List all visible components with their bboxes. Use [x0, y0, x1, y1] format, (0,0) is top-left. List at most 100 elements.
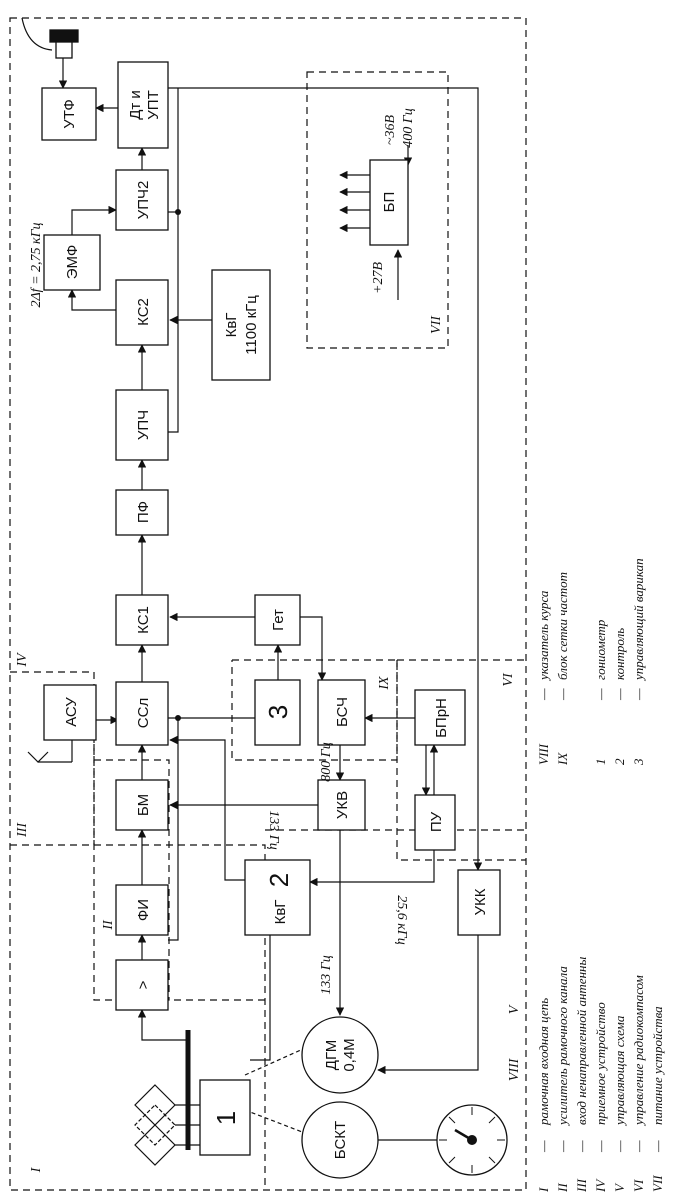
block-labels: УТФ Дт и УПТ УПЧ2 ЭМФ КС2 КвГ 1100 кГц У… [61, 90, 489, 1159]
dial-ticks [439, 1107, 505, 1173]
legend-right-dash-0: — [536, 688, 551, 701]
zone-label-IV: IV [15, 652, 30, 668]
label-kvg2-b: 2 [264, 873, 294, 887]
freq-133-bottom-label: 133 Гц [319, 955, 334, 994]
legend-right-column: VIII — указатель курса IX — блок сетки ч… [536, 558, 646, 766]
legend-right-text-4: управляющий варикап [631, 558, 646, 682]
label-bsch: БСЧ [334, 697, 351, 727]
zone-label-VII: VII [429, 315, 444, 334]
legend-left-text-3: приемное устройство [593, 1002, 608, 1125]
bandwidth-label: 2Δf = 2,75 кГц [29, 222, 44, 307]
loop-antenna-icon [134, 1084, 200, 1166]
legend-right-text-0: указатель курса [536, 590, 551, 682]
label-ks2: КС2 [135, 298, 152, 326]
zone-label-VIII: VIII [507, 1057, 522, 1081]
label-ks1: КС1 [135, 606, 152, 634]
block-goniometer [199, 1079, 251, 1156]
label-utf: УТФ [61, 99, 78, 129]
label-fi: ФИ [135, 899, 152, 921]
legend-left-num-4: V [612, 1182, 627, 1192]
block-ukk [457, 869, 501, 936]
label-dt-2: УПТ [145, 90, 162, 119]
legend-left-text-0: рамочная входная цепь [536, 998, 551, 1126]
freq-800-label: 800 Гц [319, 742, 334, 781]
block-kvg-2 [244, 859, 311, 936]
connections [21, 17, 483, 1141]
connector-plug [49, 29, 79, 43]
block-ks1 [115, 594, 169, 646]
label-bskt: БСКТ [332, 1121, 349, 1159]
label-dt-1: Дт и [127, 90, 144, 120]
block-fi [115, 884, 169, 936]
legend-right-num-2: 1 [593, 759, 608, 766]
zone-boundaries [9, 17, 527, 1191]
legend-left-dash-6: — [650, 1140, 665, 1153]
block-bprn [414, 689, 466, 746]
legend-left-text-5: управление радиокомпасом [631, 975, 646, 1127]
zone-label-IX: IX [377, 676, 392, 691]
zone-label-VI: VI [501, 672, 516, 687]
block-emf [43, 234, 101, 291]
legend-left-dash-4: — [612, 1140, 627, 1153]
freq-133-top-label: 133 Гц [266, 810, 281, 849]
label-3: 3 [263, 705, 293, 719]
block-amplifier [115, 959, 169, 1011]
zone-label-I: I [29, 1166, 44, 1173]
block-ks2 [115, 279, 169, 346]
block-ssl [115, 681, 169, 746]
zone-I-border [10, 844, 266, 1190]
legend-right-dash-3: — [612, 688, 627, 701]
label-asu: АСУ [63, 697, 80, 727]
block-dgm [301, 1016, 379, 1094]
voltage-27-label: +27В [371, 262, 386, 294]
block-ukv [317, 779, 366, 831]
legend-right-dash-1: — [555, 688, 570, 701]
block-dt-upt [117, 61, 169, 149]
zone-label-II: II [101, 919, 116, 931]
legend-left-text-6: питание устройства [650, 1006, 665, 1125]
legend-left-dash-1: — [555, 1140, 570, 1153]
legend-left-text-2: вход ненаправленной антенны [574, 957, 589, 1125]
label-kvg-2: 1100 кГц [243, 295, 260, 355]
block-pu [414, 794, 456, 851]
legend-left-num-2: III [574, 1178, 589, 1193]
legend: I — рамочная входная цепь II — усилитель… [536, 558, 665, 1193]
block-get [254, 594, 301, 646]
label-upch: УПЧ [135, 410, 152, 440]
block-upch2 [115, 169, 169, 231]
legend-left-dash-2: — [574, 1140, 589, 1153]
zone-III-IV-border [10, 671, 95, 845]
freq-256-label: 25,6 кГц [394, 895, 409, 945]
label-ssl: ССл [135, 698, 152, 728]
block-kvg-1100 [211, 269, 271, 381]
legend-left-num-1: II [555, 1183, 570, 1193]
label-emf: ЭМФ [64, 245, 81, 280]
label-pu: ПУ [428, 811, 445, 832]
legend-left-dash-0: — [536, 1140, 551, 1153]
label-kvg-1: КвГ [223, 313, 240, 338]
label-get: Гет [270, 609, 287, 631]
zone-labels: I II III IV V VI VII VIII IX [15, 315, 522, 1174]
legend-left-num-5: VI [631, 1179, 646, 1192]
legend-right-num-3: 2 [612, 758, 627, 765]
voltage-36-label: ~36В [383, 114, 398, 145]
legend-left-dash-5: — [631, 1140, 646, 1153]
label-ukk: УКК [472, 888, 489, 915]
block-3 [254, 679, 301, 746]
zone-label-III: III [15, 822, 30, 838]
legend-left-num-6: VII [650, 1175, 665, 1192]
label-bm: БМ [135, 794, 152, 816]
legend-left-dash-3: — [593, 1140, 608, 1153]
legend-right-dash-4: — [631, 688, 646, 701]
block-upch [115, 389, 169, 461]
block-asu [43, 684, 97, 741]
legend-left-num-0: I [536, 1187, 551, 1193]
legend-right-num-4: 3 [631, 758, 646, 766]
label-upch2: УПЧ2 [135, 181, 152, 220]
label-amp: > [135, 980, 152, 989]
zone-label-V: V [507, 1004, 522, 1014]
legend-left-num-3: IV [593, 1178, 608, 1193]
block-utf [41, 87, 97, 141]
legend-right-text-2: гониометр [593, 619, 608, 680]
